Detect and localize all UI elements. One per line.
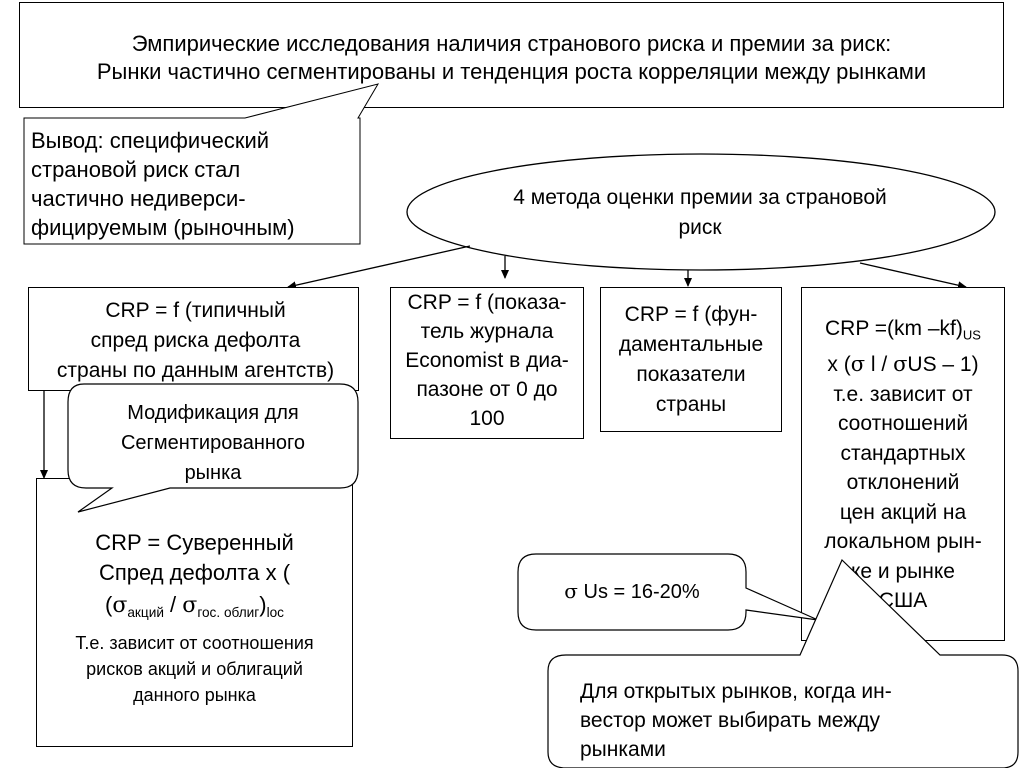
conclusion-line-3: частично недиверси-	[31, 186, 246, 211]
segmented-line-4: Т.е. зависит от соотношения	[75, 632, 314, 653]
method2-box	[390, 287, 584, 439]
title-line-2: Рынки частично сегментированы и тенденци…	[96, 59, 927, 84]
method4-line-9: ке и рынке	[851, 559, 955, 583]
method4-formula-line-1: CRP =(km –kf)US	[825, 317, 981, 343]
methods-oval	[406, 153, 996, 271]
sigma-symbol: σ	[564, 579, 578, 603]
modification-text: Модификация для Сегментированного рынка	[68, 398, 358, 488]
method4-line-5: стандартных	[840, 441, 966, 465]
open-markets-line-3: рынками	[580, 738, 666, 761]
segmented-line-2: Спред дефолта х (	[98, 560, 291, 585]
method4-line-8: локальном рын-	[824, 530, 982, 554]
title-line-1: Эмпирические исследования наличия страно…	[131, 31, 892, 56]
conclusion-text: Вывод: специфический страновой риск стал…	[31, 126, 361, 242]
method3-line-1: CRP = f (фун-	[624, 303, 758, 326]
method4-line-4: соотношений	[837, 412, 969, 436]
arrow-to-method1	[287, 245, 471, 290]
method3-text: CRP = f (фун- даментальные показатели ст…	[600, 300, 782, 420]
method2-line-2: тель журнала	[420, 320, 554, 343]
segmented-formula: (σакций / σгос. облиг)loc	[105, 592, 284, 620]
modification-line-3: рынка	[184, 462, 242, 484]
segmented-box	[36, 478, 353, 747]
arrow-to-method4	[859, 262, 967, 290]
sigma-value: Us = 16-20%	[577, 581, 700, 603]
title-box	[19, 2, 1004, 108]
sigma-callout-shape	[517, 553, 819, 631]
method1-text: CRP = f (типичный спред риска дефолта ст…	[18, 296, 373, 386]
method4-line-3: т.е. зависит от	[833, 382, 973, 406]
conclusion-line-2: страновой риск стал	[31, 157, 241, 182]
title-text: Эмпирические исследования наличия страно…	[19, 30, 1004, 86]
method1-box	[28, 287, 359, 391]
method3-box	[600, 287, 782, 432]
conclusion-line-1: Вывод: специфический	[31, 128, 270, 153]
segmented-text: CRP = Суверенный Спред дефолта х ( (σакц…	[36, 528, 353, 708]
method4-formula-line-2: x (σ l / σUS – 1)	[827, 352, 979, 377]
modification-line-1: Модификация для	[127, 402, 299, 424]
method2-text: CRP = f (показа- тель журнала Economist …	[383, 288, 591, 433]
sigma-callout-text: σ Us = 16-20%	[518, 578, 746, 605]
open-markets-text: Для открытых рынков, когда ин- вестор мо…	[580, 677, 1010, 764]
method2-line-4: пазоне от 0 до	[416, 378, 558, 401]
oval-line-2: риск	[678, 216, 722, 239]
methods-oval-text: 4 метода оценки премии за страновой риск	[440, 183, 960, 243]
method1-line-2: спред риска дефолта	[90, 329, 301, 352]
method4-line-6: отклонений	[846, 471, 960, 495]
method3-line-2: даментальные	[618, 333, 764, 356]
method3-line-3: показатели	[636, 363, 746, 386]
method4-line-7: цен акций на	[839, 500, 967, 524]
open-markets-line-2: вестор может выбирать между	[580, 709, 881, 732]
method2-line-3: Economist в диа-	[405, 349, 569, 372]
method2-line-1: CRP = f (показа-	[407, 291, 567, 314]
method2-line-5: 100	[469, 407, 505, 430]
method1-line-3: страны по данным агентств)	[56, 359, 335, 382]
segmented-line-6: данного рынка	[133, 684, 256, 705]
modification-callout-shape	[67, 383, 359, 513]
method3-line-4: страны	[655, 393, 727, 416]
conclusion-line-4: фицируемым (рыночным)	[31, 215, 295, 240]
segmented-line-5: рисков акций и облигаций	[86, 658, 303, 679]
method4-text: CRP =(km –kf)US x (σ l / σUS – 1) т.е. з…	[801, 314, 1005, 616]
method4-line-10: США	[878, 589, 928, 613]
open-markets-line-1: Для открытых рынков, когда ин-	[580, 680, 892, 703]
oval-line-1: 4 метода оценки премии за страновой	[513, 186, 887, 209]
segmented-line-1: CRP = Суверенный	[95, 530, 294, 555]
method1-line-1: CRP = f (типичный	[105, 299, 286, 322]
conclusion-callout-shape	[23, 83, 380, 245]
modification-line-2: Сегментированного	[120, 432, 306, 454]
